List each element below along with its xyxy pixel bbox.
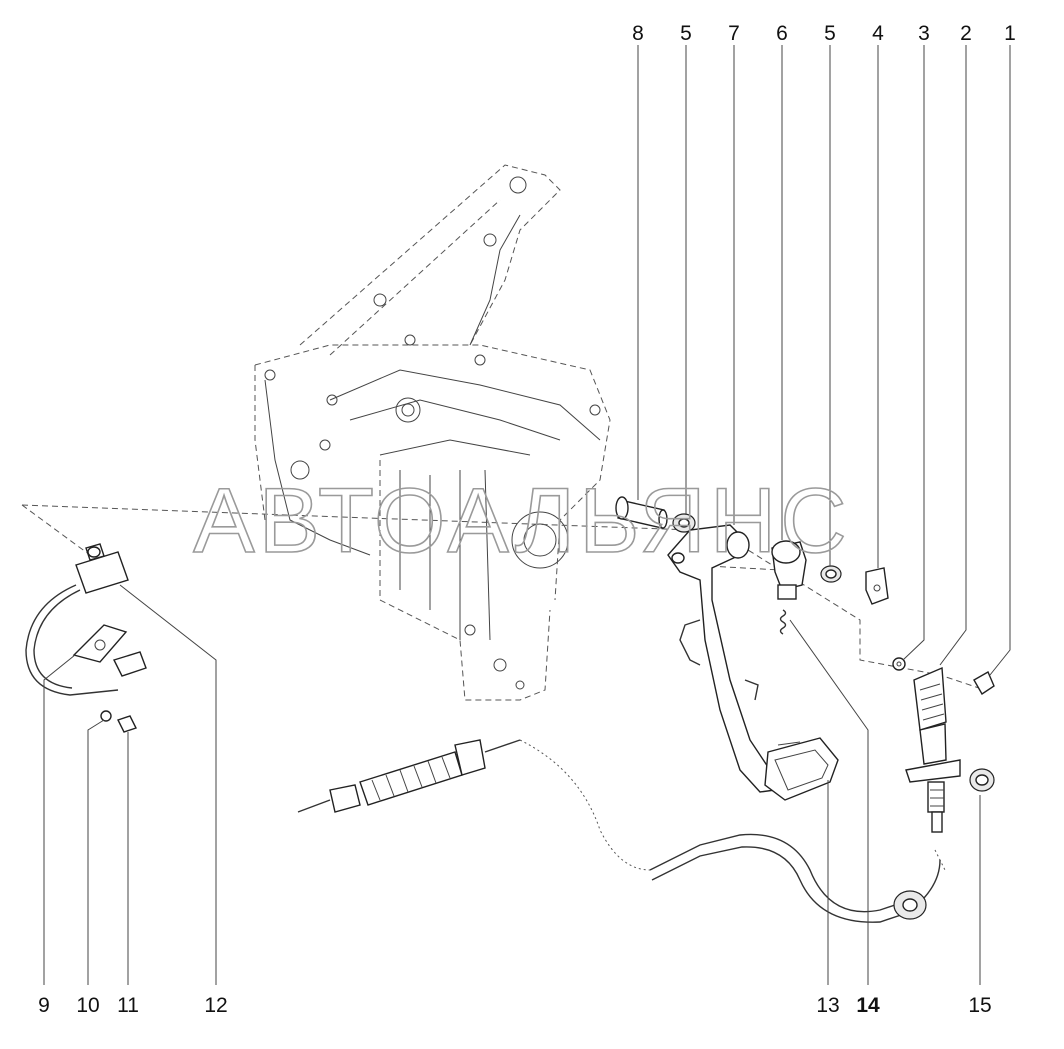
callout-6: 6 [776, 22, 788, 45]
callout-15: 15 [968, 994, 991, 1017]
callout-2: 2 [960, 22, 972, 45]
retaining-clip [865, 567, 889, 605]
callout-leaders [43, 45, 1011, 985]
switch-wiring-harness [25, 584, 119, 696]
callout-9: 9 [38, 994, 50, 1017]
callout-1: 1 [1004, 22, 1016, 45]
switch-screw [117, 715, 137, 733]
pedal-switch-bracket [771, 540, 807, 600]
callout-5b: 5 [824, 22, 836, 45]
callout-4: 4 [872, 22, 884, 45]
pedal-bushing [672, 513, 696, 533]
cable-adjuster [905, 666, 961, 833]
switch-washer [100, 710, 112, 722]
callout-3: 3 [918, 22, 930, 45]
callout-14: 14 [856, 994, 880, 1017]
callout-5a: 5 [680, 22, 692, 45]
callout-10: 10 [76, 994, 99, 1017]
callout-8: 8 [632, 22, 644, 45]
callout-7: 7 [728, 22, 740, 45]
pedal-bushing-second [820, 565, 842, 583]
callout-13: 13 [816, 994, 839, 1017]
clutch-pedal-lever [667, 524, 839, 801]
callout-labels: 8 5 7 6 5 4 3 2 1 9 10 11 12 13 14 15 [38, 22, 1016, 1017]
clutch-pedal-switch [75, 543, 129, 594]
callout-11: 11 [117, 994, 139, 1017]
clutch-cable [297, 739, 941, 923]
pedal-axle-bolt [615, 496, 668, 529]
pedal-bracket-assembly [254, 164, 611, 701]
callout-12: 12 [204, 994, 227, 1017]
rubber-grommet [969, 768, 995, 792]
return-spring [779, 609, 787, 635]
switch-mounting-bracket [72, 624, 147, 677]
washer [892, 657, 906, 671]
watermark: АВТОАЛЬЯНС [193, 470, 851, 572]
cable-clip [973, 671, 995, 695]
